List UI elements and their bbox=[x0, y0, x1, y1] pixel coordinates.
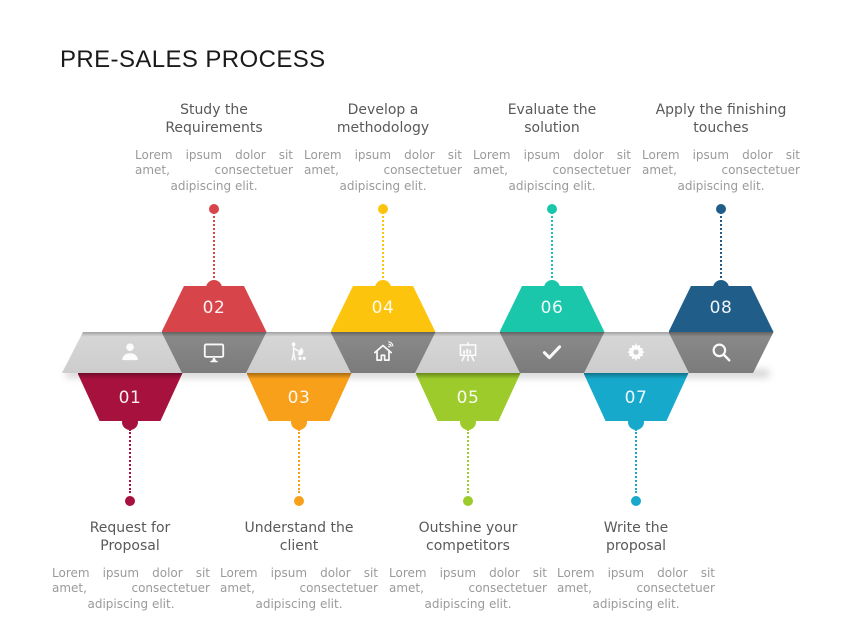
connector-line bbox=[551, 212, 553, 278]
step-title: Study the Requirements bbox=[165, 102, 263, 137]
connector-line bbox=[382, 212, 384, 278]
hexagon-05 bbox=[415, 373, 521, 421]
hexagon-04-bump bbox=[375, 280, 391, 296]
hexagon-05-bump bbox=[460, 413, 476, 430]
step-description: Lorem ipsum dolor sit amet, consectetuer… bbox=[557, 566, 715, 611]
hexagon-07 bbox=[583, 373, 689, 421]
connector-dot bbox=[294, 496, 304, 506]
connector-line bbox=[298, 429, 300, 493]
step-number: 05 bbox=[456, 388, 480, 408]
step-description: Lorem ipsum dolor sit amet, consectetuer… bbox=[389, 566, 547, 611]
connector-dot bbox=[716, 204, 726, 214]
step-number: 07 bbox=[624, 388, 648, 408]
band-strip bbox=[62, 332, 773, 373]
hexagon-01 bbox=[77, 373, 183, 421]
step-number: 08 bbox=[709, 298, 733, 318]
hexagon-02 bbox=[161, 286, 267, 332]
connector-line bbox=[720, 212, 722, 278]
hexagon-03-bump bbox=[291, 413, 307, 430]
connector-dot bbox=[125, 496, 135, 506]
hexagon-01-bump bbox=[122, 413, 138, 430]
connector-dot bbox=[209, 204, 219, 214]
hexagon-07-bump bbox=[628, 413, 644, 430]
step-description: Lorem ipsum dolor sit amet, consectetuer… bbox=[135, 148, 293, 193]
hexagon-04 bbox=[330, 286, 436, 332]
step-title: Outshine your competitors bbox=[418, 520, 518, 555]
step-description: Lorem ipsum dolor sit amet, consectetuer… bbox=[220, 566, 378, 611]
hexagon-06-bump bbox=[544, 280, 560, 296]
connector-line bbox=[213, 212, 215, 278]
hexagon-06 bbox=[499, 286, 605, 332]
step-number: 02 bbox=[202, 298, 226, 318]
step-description: Lorem ipsum dolor sit amet, consectetuer… bbox=[52, 566, 210, 611]
connector-line bbox=[129, 429, 131, 493]
connector-line bbox=[635, 429, 637, 493]
connector-dot bbox=[631, 496, 641, 506]
step-number: 06 bbox=[540, 298, 564, 318]
step-title: Write the proposal bbox=[603, 520, 669, 555]
connector-dot bbox=[463, 496, 473, 506]
step-title: Apply the finishing touches bbox=[655, 102, 787, 137]
step-title: Request for Proposal bbox=[89, 520, 171, 555]
connector-line bbox=[467, 429, 469, 493]
hexagon-02-bump bbox=[206, 280, 222, 296]
hexagon-08 bbox=[668, 286, 774, 332]
step-description: Lorem ipsum dolor sit amet, consectetuer… bbox=[642, 148, 800, 193]
hexagon-03 bbox=[246, 373, 352, 421]
step-description: Lorem ipsum dolor sit amet, consectetuer… bbox=[473, 148, 631, 193]
step-description: Lorem ipsum dolor sit amet, consectetuer… bbox=[304, 148, 462, 193]
step-number: 04 bbox=[371, 298, 395, 318]
step-title: Evaluate the solution bbox=[507, 102, 597, 137]
step-title: Understand the client bbox=[244, 520, 354, 555]
step-number: 01 bbox=[118, 388, 142, 408]
hexagon-08-bump bbox=[713, 280, 729, 296]
step-title: Develop a methodology bbox=[336, 102, 430, 137]
step-number: 03 bbox=[287, 388, 311, 408]
page-title: PRE-SALES PROCESS bbox=[60, 46, 326, 73]
connector-dot bbox=[378, 204, 388, 214]
connector-dot bbox=[547, 204, 557, 214]
